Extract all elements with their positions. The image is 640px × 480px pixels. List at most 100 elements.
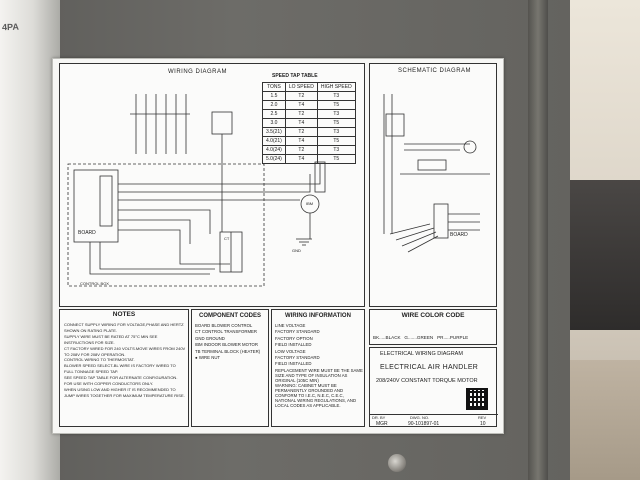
speed-tap-cell: T4 (284, 136, 318, 146)
speed-tap-cell: T4 (284, 154, 318, 164)
component-codes-list: BOARD BLOWER CONTROL CT CONTROL TRANSFOR… (195, 323, 269, 361)
note-item: CONTROL WIRING TO THERMOSTAT. (64, 357, 135, 363)
speed-tap-title: SPEED TAP TABLE (272, 73, 318, 79)
plastic-wrap: 4PA (0, 0, 60, 480)
board-label: BOARD (78, 230, 96, 236)
component-code: BOARD (195, 323, 211, 328)
wire-color-panel: WIRE COLOR CODE BK.....BLACK G.......GRE… (369, 309, 497, 382)
wiring-info-item: LINE VOLTAGE (275, 323, 306, 328)
speed-tap-cell: T5 (316, 136, 356, 146)
wiring-diagram-title: WIRING DIAGRAM (168, 69, 227, 75)
board-label-schematic: BOARD (450, 232, 468, 238)
wiring-info-item: FACTORY STANDARD (275, 355, 320, 361)
component-code-row: TB TERMINAL BLOCK (HEATER) (195, 349, 269, 355)
speed-tap-cell: T4 (284, 100, 318, 110)
control-box-label: CONTROL BOX (80, 281, 109, 286)
speed-tap-cell: T3 (316, 109, 356, 119)
wiring-info-title: WIRING INFORMATION (285, 313, 351, 319)
note-item: FOR USE WITH COPPER CONDUCTORS ONLY. (64, 381, 154, 387)
component-codes-title: COMPONENT CODES (198, 313, 261, 319)
title-block: ELECTRICAL WIRING DIAGRAM ELECTRICAL AIR… (369, 347, 498, 428)
speed-tap-cell: T5 (316, 154, 356, 164)
drawn-by: MGR (376, 421, 388, 427)
schematic-drawing (383, 94, 490, 253)
drawing-number: 90-101897-01 (408, 421, 440, 427)
notes-list: CONNECT SUPPLY WIRING FOR VOLTAGE,PHASE … (64, 322, 186, 399)
note-item: CONNECT SUPPLY WIRING FOR VOLTAGE,PHASE … (64, 322, 184, 333)
drawn-by-label: DR. BY (372, 415, 386, 420)
component-desc: WIRE NUT (198, 355, 221, 361)
transformer-label: CT (224, 236, 230, 241)
component-code-row: ● WIRE NUT (195, 355, 269, 361)
wiring-info-item: LOW VOLTAGE (275, 348, 306, 354)
qr-code (466, 388, 488, 410)
speed-tap-cell: T3 (316, 91, 356, 101)
speed-tap-cell: T3 (316, 145, 356, 155)
motor-type: 208/240V CONSTANT TORQUE MOTOR (376, 378, 478, 384)
speed-tap-header-row: TONS LO SPEED HIGH SPEED (262, 82, 356, 92)
wiring-info-item: REPLACEMENT WIRE MUST BE THE SAME SIZE A… (275, 367, 363, 383)
revision-label: REV (478, 415, 487, 420)
speed-tap-cell: 3.0 (262, 118, 286, 128)
speed-tap-cell: T3 (316, 127, 356, 137)
schematic-title: SCHEMATIC DIAGRAM (398, 68, 472, 74)
wire-color-title: WIRE COLOR CODE (401, 312, 465, 319)
speed-tap-cell: T4 (284, 118, 318, 128)
component-code: GND (195, 335, 205, 341)
doc-type: ELECTRICAL WIRING DIAGRAM (380, 351, 463, 357)
component-code: IBM (195, 342, 203, 348)
notes-panel: NOTES CONNECT SUPPLY WIRING FOR VOLTAGE,… (59, 309, 189, 427)
wire-color-row: BK.....BLACK G.......GREEN PR.....PURPLE (373, 335, 469, 340)
ground-label: GND (292, 248, 301, 253)
background-shelf (566, 180, 640, 330)
speed-tap-cell: 2.0 (262, 100, 286, 110)
wiring-info-item: FIELD INSTALLED (275, 361, 312, 367)
speed-tap-cell: T2 (284, 109, 318, 119)
speed-tap-cell: 2.5 (262, 109, 286, 119)
speed-tap-cell: T2 (284, 145, 318, 155)
wiring-diagram-label: WIRING DIAGRAM (52, 58, 504, 434)
speed-tap-cell: 4.0(24) (262, 145, 286, 155)
component-code-row: IBM INDOOR BLOWER MOTOR (195, 342, 269, 348)
note-item: BLOWER SPEED SELECT-BL WIRE IS FACTORY W… (64, 363, 176, 375)
component-code-row: BOARD BLOWER CONTROL (195, 323, 269, 329)
component-code: CT (195, 329, 201, 335)
motor-label: IBM (306, 201, 314, 206)
speed-tap-cell: T5 (316, 100, 356, 110)
background-floor (560, 360, 640, 480)
component-code-row: GND GROUND (195, 336, 269, 342)
cabinet-screw (388, 454, 406, 472)
notes-title: NOTES (112, 311, 136, 318)
speed-tap-cell: 1.5 (262, 91, 286, 101)
speed-tap-cell: T5 (316, 118, 356, 128)
component-code: TB (195, 348, 201, 354)
wiring-info-item: WARNING: CABINET MUST BE PERMANENTLY GRO… (275, 382, 357, 408)
wiring-info-item: FIELD INSTALLED (275, 342, 312, 348)
component-code: ● (195, 355, 198, 361)
wiring-info-item: FACTORY OPTION (275, 335, 313, 341)
speed-tap-cell: 4.0(21) (262, 136, 286, 146)
component-desc: TERMINAL BLOCK (HEATER) (201, 348, 261, 354)
note-item: WHEN USING LOW AND HIGHER IT IS RECOMMEN… (64, 386, 185, 398)
title-block-footer (370, 414, 498, 428)
component-desc: BLOWER CONTROL (211, 323, 253, 328)
note-item: SEE SPEED TAP TABLE FOR ALTERNATE CONFIG… (64, 375, 178, 381)
component-codes-panel: COMPONENT CODES BOARD BLOWER CONTROL CT … (191, 309, 269, 427)
wiring-diagram-drawing (67, 94, 326, 287)
wiring-diagram-panel: WIRING DIAGRAM (59, 63, 365, 307)
drawing-number-label: DWG. NO. (410, 415, 430, 420)
note-item: SUPPLY WIRE MUST BE RATED AT 75°C MIN SE… (64, 333, 158, 345)
wiring-info-panel: WIRING INFORMATION LINE VOLTAGE FACTORY … (271, 309, 365, 427)
speed-tap-cell: 5.0(24) (262, 154, 286, 164)
note-item: CT FACTORY WIRED FOR 240 VOLTS.MOVE WIRE… (64, 345, 186, 357)
cabinet-edge (528, 0, 548, 480)
speed-tap-cell: 3.5(21) (262, 127, 286, 137)
component-code-row: CT CONTROL TRANSFORMER (195, 329, 269, 335)
